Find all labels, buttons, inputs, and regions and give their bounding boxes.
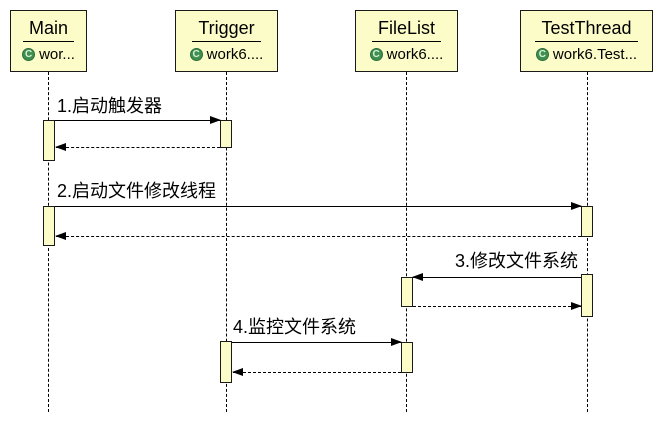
activation-bar-main-1 [43, 120, 55, 161]
participant-name: TestThread [535, 18, 638, 42]
message-arrow-1[interactable] [55, 116, 221, 124]
participant-filelist[interactable]: FileList C work6.... [355, 10, 458, 72]
package-text: work6.... [386, 45, 444, 63]
participant-package: C work6.Test... [535, 45, 638, 63]
participant-name: FileList [371, 18, 441, 42]
participant-testthread[interactable]: TestThread C work6.Test... [520, 10, 653, 72]
return-arrow-4[interactable] [232, 368, 401, 376]
activation-bar-testthread-2 [581, 274, 593, 317]
activation-bar-testthread-1 [581, 206, 593, 237]
class-icon: C [535, 47, 549, 61]
package-text: wor... [39, 45, 75, 63]
message-label-4[interactable]: 4.监控文件系统 [233, 317, 357, 337]
lifeline-testthread [587, 72, 588, 412]
message-arrow-2[interactable] [55, 202, 582, 210]
arrowhead-left-icon [412, 273, 423, 281]
arrowhead-right-icon [210, 116, 221, 124]
activation-bar-filelist-1 [401, 277, 413, 307]
arrowhead-left-icon [55, 232, 66, 240]
arrowhead-right-icon [391, 338, 402, 346]
activation-bar-main-2 [43, 206, 55, 246]
package-text: work6.Test... [552, 45, 638, 63]
message-arrow-4[interactable] [232, 338, 402, 346]
message-label-3[interactable]: 3.修改文件系统 [455, 251, 579, 271]
participant-package: C wor... [22, 46, 75, 63]
arrowhead-left-icon [232, 368, 243, 376]
participant-name: Main [22, 18, 74, 42]
participant-trigger[interactable]: Trigger C work6.... [175, 10, 278, 72]
return-arrow-2[interactable] [55, 232, 581, 240]
arrowhead-right-icon [571, 202, 582, 210]
message-label-1[interactable]: 1.启动触发器 [57, 96, 163, 116]
participant-name: Trigger [192, 18, 261, 42]
class-icon: C [22, 47, 36, 61]
class-icon: C [189, 47, 203, 61]
return-arrow-3[interactable] [413, 302, 582, 310]
class-icon: C [369, 47, 383, 61]
arrowhead-right-icon [571, 302, 582, 310]
arrowhead-left-icon [55, 143, 66, 151]
message-arrow-3[interactable] [412, 273, 581, 281]
participant-package: C work6.... [369, 45, 444, 63]
message-label-2[interactable]: 2.启动文件修改线程 [57, 181, 217, 201]
participant-main[interactable]: Main C wor... [10, 10, 87, 72]
activation-bar-trigger-2 [220, 341, 232, 383]
participant-package: C work6.... [189, 45, 264, 63]
lifeline-trigger [226, 72, 227, 412]
lifeline-filelist [406, 72, 407, 412]
return-arrow-1[interactable] [55, 143, 220, 151]
package-text: work6.... [206, 45, 264, 63]
activation-bar-filelist-2 [401, 342, 413, 373]
activation-bar-trigger-1 [220, 120, 232, 148]
